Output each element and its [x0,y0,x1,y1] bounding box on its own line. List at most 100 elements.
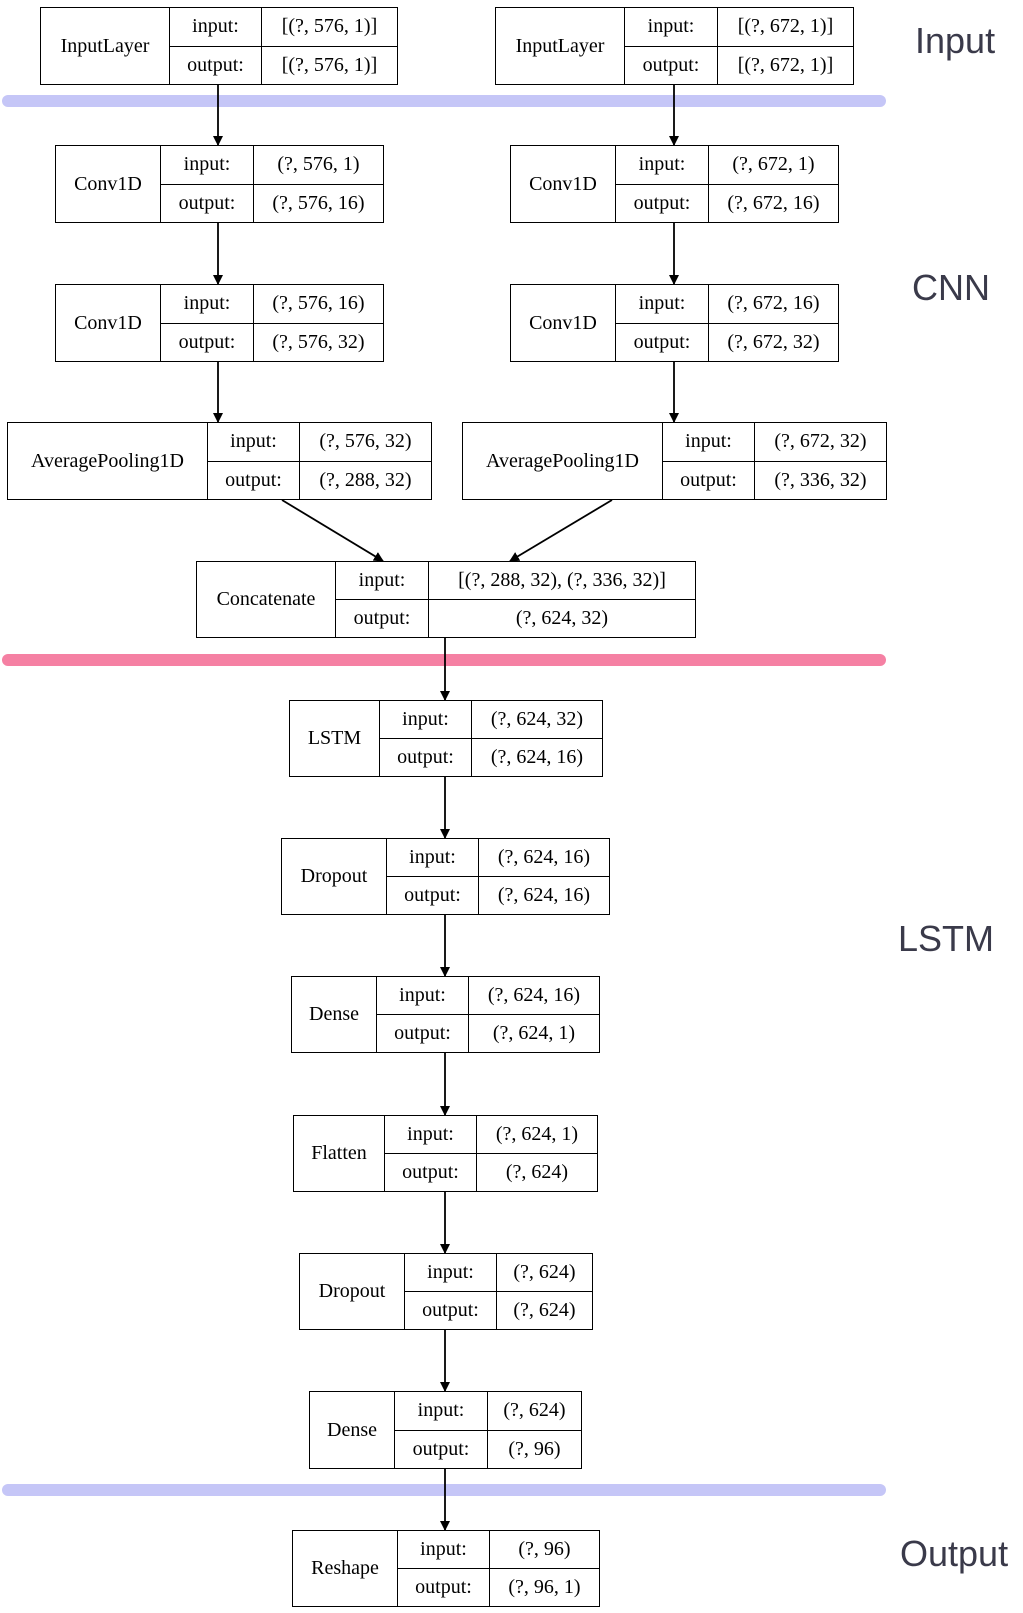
output-label: output: [663,461,755,499]
output-shape: [(?, 576, 1)] [281,53,378,76]
edge-pool-b-concat [509,499,613,562]
node-conv1d-672-a: Conv1D input: (?, 672, 1) output: (?, 672,… [510,145,839,223]
input-shape: [(?, 576, 1)] [281,15,378,38]
node-name: Concatenate [197,562,336,637]
output-label: output: [385,1154,477,1191]
output-shape: (?, 672, 16) [727,191,820,214]
output-shape: (?, 624, 1) [492,1022,576,1044]
node-name: Conv1D [511,285,616,361]
node-dropout-1: Dropout input: (?, 624, 16) output: (?, 62… [281,838,610,915]
node-conv1d-576-b: Conv1D input: (?, 576, 16) output: (?, 576… [55,284,384,362]
section-title-output: Output [900,1533,1009,1574]
node-dense-1: Dense input: (?, 624, 16) output: (?, 624,… [291,976,600,1053]
output-shape: (?, 624) [513,1299,576,1321]
node-inputlayer-672: InputLayer input: [(?, 672, 1)] output: [(… [495,7,854,85]
output-shape: (?, 336, 32) [774,468,867,491]
input-shape: [(?, 672, 1)] [737,15,834,38]
output-label: output: [395,1430,488,1468]
output-label: output: [616,184,709,222]
output-shape: (?, 624, 16) [497,884,591,906]
node-lstm: LSTM input:(?, 624, 32) output:(?, 624, … [289,700,603,777]
input-shape: (?, 96) [518,1538,571,1560]
node-conv1d-576-a: Conv1D input:(?, 576, 1) output:(?, 576,… [55,145,384,223]
output-label: output: [616,323,709,361]
output-label: output: [625,46,718,84]
input-label: input: [616,146,709,184]
section-title-lstm: LSTM [898,918,995,959]
input-shape: (?, 624, 32) [490,708,584,730]
input-shape: (?, 672, 32) [774,430,867,453]
section-title-cnn: CNN [912,267,990,308]
input-shape: (?, 624) [503,1399,566,1422]
input-shape: (?, 576, 16) [272,292,365,315]
node-name: Reshape [293,1531,398,1606]
node-dropout-2: Dropout input: (?, 624) output: (?, 624) [299,1253,593,1330]
node-dense-2: Dense input: (?, 624) output: (?, 96) [309,1391,582,1469]
node-name: Conv1D [56,146,161,222]
output-shape: (?, 96, 1) [508,1576,581,1598]
node-name: Dense [292,977,377,1052]
input-shape: (?, 624) [513,1261,576,1283]
node-name: AveragePooling1D [8,423,208,499]
input-label: input: [336,562,429,599]
output-shape: (?, 576, 32) [272,330,365,353]
node-name: Dense [310,1392,395,1468]
input-label: input: [398,1531,490,1568]
node-name: Flatten [294,1116,385,1191]
output-label: output: [398,1569,490,1606]
output-shape: (?, 576, 16) [272,191,365,214]
input-label: input: [387,839,479,876]
output-shape: (?, 96) [508,1437,561,1460]
input-shape: [(?, 288, 32), (?, 336, 32)] [458,569,666,591]
output-label: output: [336,600,429,637]
node-conv1d-672-b: Conv1D input: (?, 672, 16) output: (?, 672… [510,284,839,362]
output-label: output: [380,739,472,776]
input-label: input: [395,1392,488,1430]
input-label: input: [663,423,755,461]
output-label: output: [208,461,300,499]
node-averagepooling1d-576: AveragePooling1D input: (?, 576, 32) outp… [7,422,432,500]
output-label: output: [387,877,479,914]
input-shape: (?, 672, 16) [727,292,820,315]
input-shape: (?, 624, 1) [495,1123,579,1145]
input-label: input: [380,701,472,738]
output-label: output: [161,323,254,361]
output-label: output: [161,184,254,222]
input-label: input: [377,977,469,1014]
input-shape: (?, 576, 32) [319,430,412,453]
node-averagepooling1d-672: AveragePooling1D input: (?, 672, 32) outp… [462,422,887,500]
node-name: InputLayer [41,8,170,84]
node-name: Dropout [300,1254,405,1329]
output-shape: (?, 624) [505,1161,569,1183]
output-shape: (?, 624, 32) [515,607,609,629]
input-label: input: [405,1254,497,1291]
input-label: input: [161,285,254,323]
node-name: Dropout [282,839,387,914]
output-label: output: [377,1015,469,1052]
node-inputlayer-576: InputLayer input: [(?, 576, 1)] output: [(… [40,7,398,85]
output-label: output: [405,1292,497,1329]
node-concatenate: Concatenate input: [(?, 288, 32), (?, 336… [196,561,696,638]
input-shape: (?, 624, 16) [487,984,581,1006]
input-shape: (?, 672, 1) [732,153,815,176]
section-title-input: Input [915,20,996,61]
node-name: LSTM [290,701,380,776]
edge-pool-a-concat [281,499,384,562]
input-label: input: [616,285,709,323]
node-name: InputLayer [496,8,625,84]
output-shape: (?, 288, 32) [319,468,412,491]
node-reshape: Reshape input: (?, 96) output: (?, 96, 1) [292,1530,600,1607]
output-shape: (?, 672, 32) [727,330,820,353]
input-label: input: [208,423,300,461]
node-name: Conv1D [511,146,616,222]
input-label: input: [625,8,718,46]
input-shape: (?, 624, 16) [497,846,591,868]
output-label: output: [170,46,262,84]
output-shape: [(?, 672, 1)] [737,53,834,76]
input-label: input: [170,8,262,46]
node-name: Conv1D [56,285,161,361]
node-name: AveragePooling1D [463,423,663,499]
input-label: input: [385,1116,477,1153]
